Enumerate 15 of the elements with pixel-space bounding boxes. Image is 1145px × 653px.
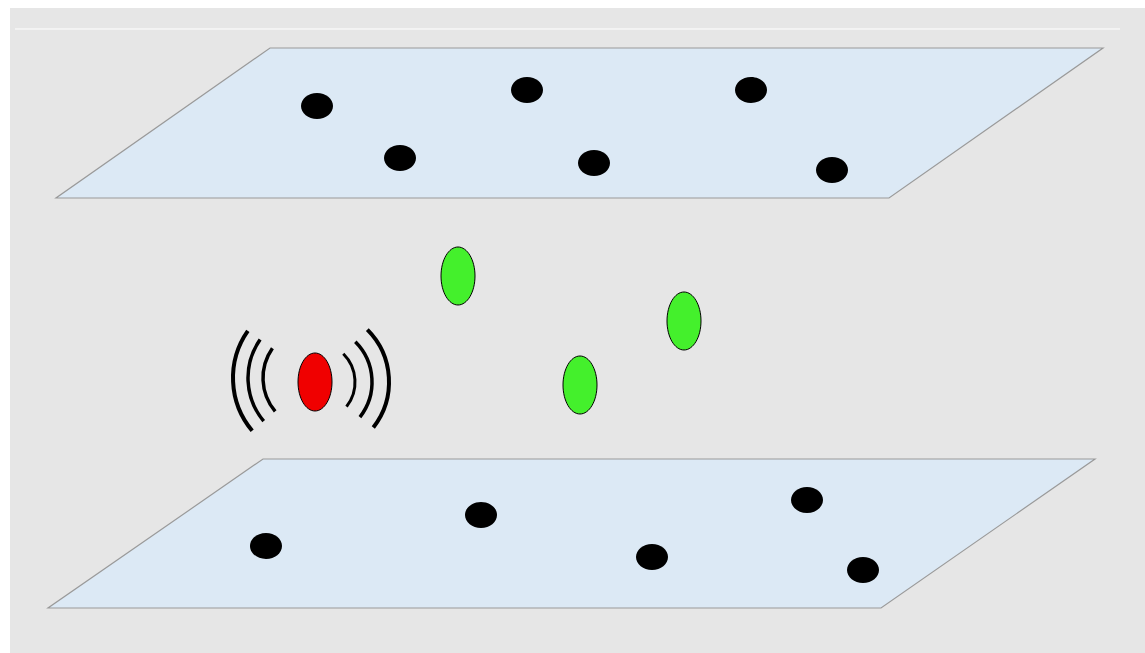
dot — [384, 145, 416, 171]
dot — [636, 544, 668, 570]
oval — [440, 246, 476, 306]
dot — [735, 77, 767, 103]
dot — [578, 150, 610, 176]
dot — [847, 557, 879, 583]
oval — [562, 355, 598, 415]
dot — [250, 533, 282, 559]
oval — [666, 291, 702, 351]
dot — [791, 487, 823, 513]
dot — [511, 77, 543, 103]
dot — [301, 93, 333, 119]
dot — [816, 157, 848, 183]
oval — [297, 352, 333, 412]
dot — [465, 502, 497, 528]
